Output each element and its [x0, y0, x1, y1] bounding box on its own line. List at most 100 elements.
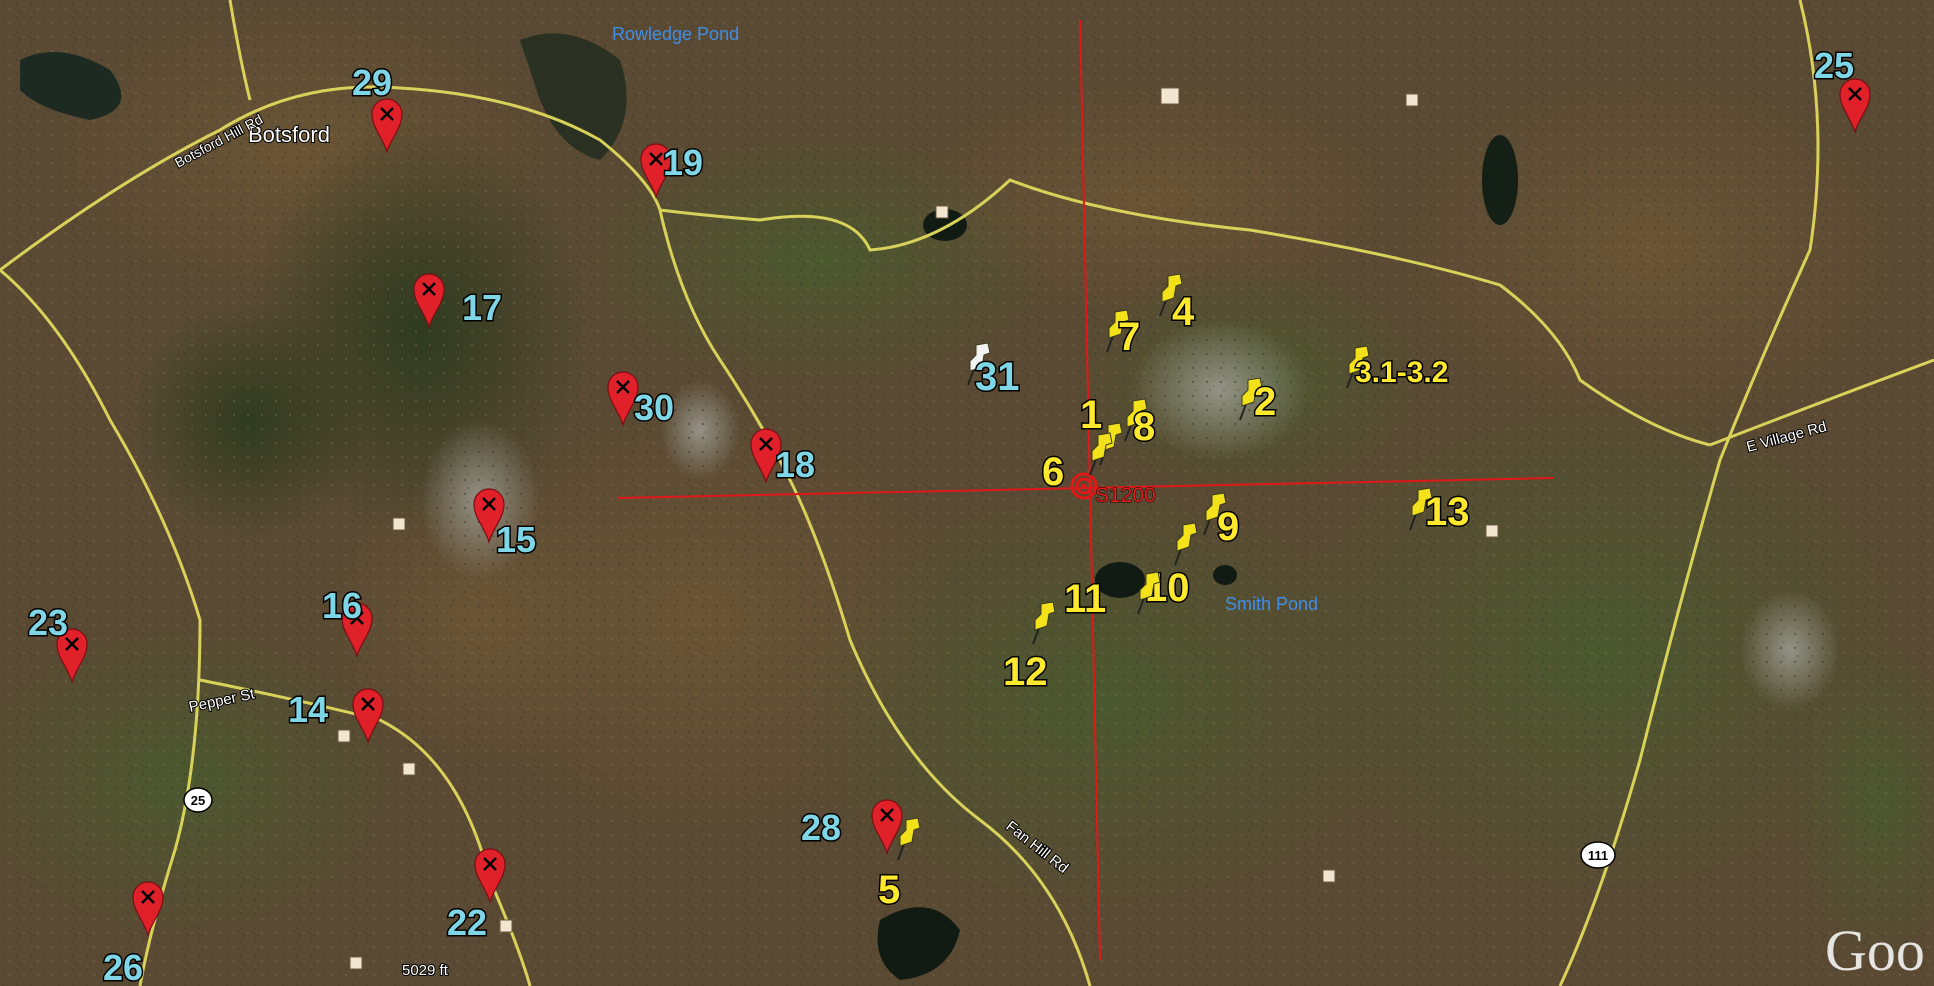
- yellow-pin-label: 7: [1118, 315, 1140, 359]
- x-mark-icon: [880, 808, 894, 822]
- route-111-shield: 111: [1580, 841, 1616, 869]
- x-mark-icon: [350, 611, 364, 625]
- red-balloon-icon: [413, 273, 445, 330]
- red-marker-18[interactable]: 18: [750, 428, 817, 487]
- x-mark-icon: [1848, 87, 1862, 101]
- yellow-pushpin-icon: [1203, 492, 1227, 536]
- red-marker-23[interactable]: 23: [27, 601, 88, 685]
- yellow-pin-label: 4: [1172, 290, 1195, 334]
- red-marker-25[interactable]: 25: [1813, 44, 1871, 135]
- yellow-pin-12[interactable]: 12: [1002, 601, 1056, 696]
- red-marker-14[interactable]: 14: [287, 688, 384, 745]
- yellow-pin-label: 9: [1217, 505, 1239, 549]
- yellow-pin-1[interactable]: 1: [1079, 392, 1123, 466]
- yellow-pushpin-icon: [1124, 398, 1148, 442]
- red-marker-16[interactable]: 16: [321, 584, 373, 659]
- red-balloon-icon: [341, 602, 373, 659]
- red-marker-30[interactable]: 30: [607, 371, 676, 430]
- white-pushpin-icon: [967, 342, 991, 386]
- white-pin-31[interactable]: 31: [967, 342, 1021, 401]
- yellow-pin-label: 2: [1254, 380, 1276, 424]
- yellow-pushpin-icon: [1239, 377, 1263, 421]
- yellow-pushpin-icon: [1174, 522, 1198, 566]
- red-marker-label: 25: [1814, 45, 1854, 86]
- red-balloon-icon: [352, 688, 384, 745]
- smith-pond-label: Smith Pond: [1225, 594, 1318, 614]
- yellow-pushpin-icon: [897, 817, 921, 861]
- yellow-pin-13[interactable]: 13: [1409, 487, 1471, 536]
- yellow-pin-label: 1: [1080, 393, 1102, 437]
- google-logo: Goo: [1825, 918, 1925, 983]
- water-bodies: [20, 33, 1518, 980]
- red-marker-label: 14: [288, 689, 328, 730]
- x-mark-icon: [380, 107, 394, 121]
- red-balloon-icon: [56, 628, 88, 685]
- yellow-pin-11[interactable]: 11: [1063, 571, 1161, 623]
- x-mark-icon: [422, 282, 436, 296]
- yellow-pin-5[interactable]: 5: [877, 817, 921, 914]
- red-marker-label: 23: [28, 602, 68, 643]
- svg-text:25: 25: [191, 793, 205, 808]
- red-balloon-icon: [750, 428, 782, 485]
- red-marker-label: 15: [496, 519, 536, 560]
- red-balloon-icon: [640, 143, 672, 200]
- red-marker-label: 26: [103, 947, 143, 986]
- yellow-pin-9[interactable]: 9: [1203, 492, 1241, 551]
- rowledge-pond-label: Rowledge Pond: [612, 24, 739, 44]
- x-mark-icon: [482, 497, 496, 511]
- yellow-pin-label: 8: [1133, 405, 1155, 449]
- yellow-pin-label: 13: [1425, 490, 1470, 534]
- white-pin-label: 31: [975, 355, 1020, 399]
- red-marker-15[interactable]: 15: [473, 488, 538, 562]
- red-marker-label: 29: [352, 62, 392, 103]
- yellow-pin-4[interactable]: 4: [1159, 273, 1197, 336]
- yellow-pushpin-icon: [1159, 273, 1183, 317]
- yellow-pin-3[interactable]: 3.1-3.2: [1346, 345, 1450, 391]
- yellow-pin-label: 6: [1042, 450, 1064, 494]
- yellow-pin-label: 5: [878, 868, 900, 912]
- yellow-pin-6[interactable]: 6: [1041, 432, 1113, 496]
- svg-text:111: 111: [1588, 848, 1608, 863]
- x-mark-icon: [141, 890, 155, 904]
- red-marker-label: 19: [663, 142, 703, 183]
- poi-icons: [337, 87, 1499, 970]
- yellow-pin-7[interactable]: 7: [1106, 309, 1142, 361]
- station-label: S1200: [1095, 484, 1156, 507]
- station-s1200-marker[interactable]: S1200: [1070, 472, 1156, 508]
- yellow-pushpin-icon: [1089, 432, 1113, 476]
- yellow-pin-label: 11: [1064, 577, 1106, 621]
- yellow-pushpin-icon: [1346, 345, 1370, 389]
- x-mark-icon: [483, 857, 497, 871]
- red-marker-19[interactable]: 19: [640, 141, 705, 200]
- yellow-pin-label: 12: [1003, 650, 1048, 694]
- red-marker-label: 16: [322, 585, 362, 626]
- red-balloon-icon: [607, 371, 639, 428]
- yellow-pushpin-icon: [1032, 601, 1056, 645]
- yellow-pin-8[interactable]: 8: [1124, 398, 1157, 451]
- red-balloon-icon: [871, 799, 903, 856]
- red-balloon-icon: [132, 881, 164, 938]
- x-mark-icon: [65, 637, 79, 651]
- scale-label: 5029 ft: [402, 962, 449, 979]
- red-balloon-icon: [474, 848, 506, 905]
- red-marker-28[interactable]: 28: [800, 799, 903, 856]
- x-mark-icon: [649, 152, 663, 166]
- botsford-place-label: Botsford: [248, 122, 330, 147]
- red-balloon-icon: [473, 488, 505, 545]
- red-marker-17[interactable]: 17: [413, 273, 504, 330]
- route-25-shield: 25: [183, 787, 213, 813]
- yellow-pushpin-icon: [1106, 309, 1130, 353]
- yellow-pin-2[interactable]: 2: [1239, 377, 1278, 426]
- red-marker-26[interactable]: 26: [102, 881, 164, 986]
- red-marker-22[interactable]: 22: [446, 848, 506, 945]
- x-mark-icon: [759, 437, 773, 451]
- red-marker-label: 28: [801, 807, 841, 848]
- red-marker-label: 22: [447, 902, 487, 943]
- red-marker-label: 30: [634, 387, 674, 428]
- yellow-pushpin-icon: [1409, 487, 1433, 531]
- x-mark-icon: [616, 380, 630, 394]
- red-marker-29[interactable]: 29: [351, 61, 403, 155]
